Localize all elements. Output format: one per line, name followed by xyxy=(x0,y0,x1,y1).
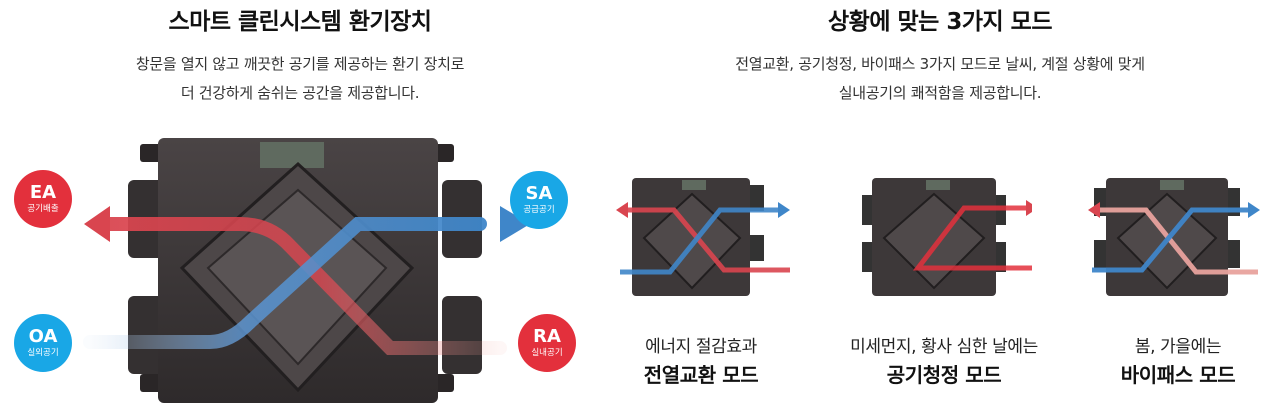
badge-ea: EA 공기배출 xyxy=(14,170,72,228)
exhaust-airflow xyxy=(93,217,507,355)
mount-tab xyxy=(140,144,162,162)
mode-caption-line1: 에너지 절감효과 xyxy=(645,337,757,357)
duct-right-bottom xyxy=(442,296,482,374)
description-line: 전열교환, 공기청정, 바이패스 3가지 모드로 날씨, 계절 상황에 맞게 xyxy=(735,55,1145,73)
mode-caption-heat-exchange: 에너지 절감효과 전열교환 모드 xyxy=(596,334,806,390)
description-line: 더 건강하게 숨쉬는 공간을 제공합니다. xyxy=(180,84,420,102)
mode-diagram-heat-exchange xyxy=(616,178,790,296)
badge-sa: SA 공급공기 xyxy=(510,171,568,229)
badge-code: SA xyxy=(525,182,553,204)
description-line: 실내공기의 쾌적함을 제공합니다. xyxy=(838,84,1042,102)
badge-code: RA xyxy=(533,325,561,347)
supply-airflow xyxy=(83,217,487,349)
badge-label: 공급공기 xyxy=(523,204,555,215)
description-line: 창문을 열지 않고 깨끗한 공기를 제공하는 환기 장치로 xyxy=(135,55,465,73)
section-title-smart-clean: 스마트 클린시스템 환기장치 xyxy=(168,9,432,35)
section-description-smart-clean: 창문을 열지 않고 깨끗한 공기를 제공하는 환기 장치로 더 건강하게 숨쉬는… xyxy=(0,50,600,108)
mode-caption-line1: 미세먼지, 황사 심한 날에는 xyxy=(850,337,1038,357)
mode-caption-line2: 공기청정 모드 xyxy=(886,363,1002,387)
badge-code: EA xyxy=(29,181,57,203)
mode-caption-line2: 전열교환 모드 xyxy=(643,363,759,387)
ventilation-unit-diagram xyxy=(83,138,530,403)
exhaust-arrowhead xyxy=(84,206,110,242)
badge-code: OA xyxy=(28,325,58,347)
mode-diagram-air-purify xyxy=(862,178,1032,296)
badge-label: 실내공기 xyxy=(531,347,563,358)
mode-caption-bypass: 봄, 가을에는 바이패스 모드 xyxy=(1073,334,1278,390)
badge-label: 실외공기 xyxy=(27,347,59,358)
mode-caption-line1: 봄, 가을에는 xyxy=(1134,337,1222,357)
section-description-three-modes: 전열교환, 공기청정, 바이패스 3가지 모드로 날씨, 계절 상황에 맞게 실… xyxy=(640,50,1240,108)
top-vent xyxy=(260,142,324,168)
mode-caption-air-purify: 미세먼지, 황사 심한 날에는 공기청정 모드 xyxy=(839,334,1049,390)
supply-arrowhead xyxy=(500,206,530,242)
badge-label: 공기배출 xyxy=(27,203,59,214)
badge-oa: OA 실외공기 xyxy=(14,314,72,372)
mount-tab xyxy=(140,374,162,392)
badge-ra: RA 실내공기 xyxy=(518,314,576,372)
mode-caption-line2: 바이패스 모드 xyxy=(1120,363,1236,387)
section-title-three-modes: 상황에 맞는 3가지 모드 xyxy=(828,9,1052,35)
mode-diagram-bypass xyxy=(1088,178,1260,296)
